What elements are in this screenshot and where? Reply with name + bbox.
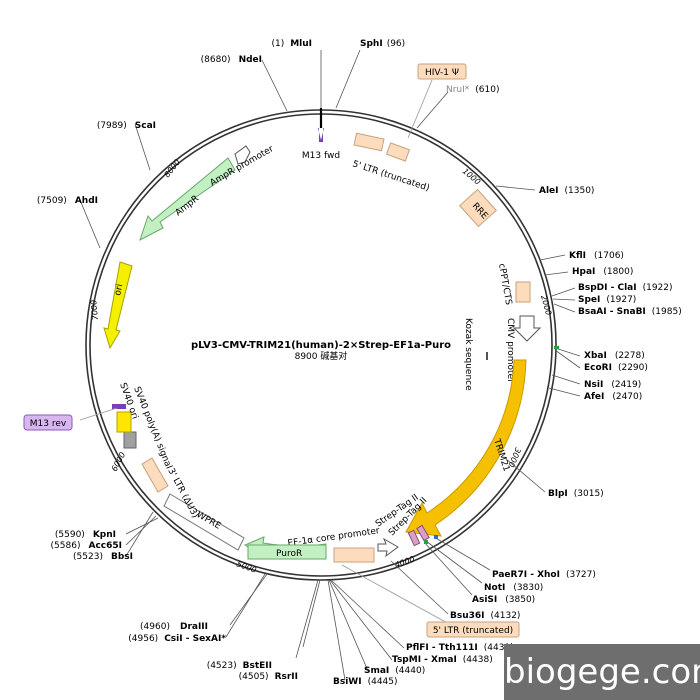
site-mlui: (1)MluI xyxy=(271,39,312,49)
m13rev-badge xyxy=(23,414,73,431)
site-noti: NotI(3830) xyxy=(484,583,543,593)
cppt-label: cPPT/CTS xyxy=(496,263,513,306)
hiv-badge xyxy=(417,63,467,80)
tick-1000: 1000 xyxy=(461,167,482,187)
cmv-arrow xyxy=(512,315,542,342)
site-hpai: HpaI(1800) xyxy=(572,267,633,277)
ltr3-box xyxy=(141,457,169,493)
cppt-box xyxy=(515,281,531,303)
site-acc65i: (5586)Acc65I xyxy=(51,541,122,551)
site-tspmi: TspMI - XmaI(4438) xyxy=(392,655,493,665)
site-draiii: (4960)DraIII xyxy=(140,622,208,632)
site-kpni: (5590)KpnI xyxy=(55,530,116,540)
site-bsteii: (4523)BstEII xyxy=(207,661,272,671)
m13rev-badge-text: M13 rev xyxy=(30,419,67,429)
site-kfli: KflI(1706) xyxy=(569,251,624,261)
strep-tag-2 xyxy=(407,529,421,547)
feature-leaders xyxy=(79,79,461,631)
tick-7000: 7000 xyxy=(89,300,100,321)
site-blpi: BlpI(3015) xyxy=(548,489,604,499)
site-spei: SpeI(1927) xyxy=(578,295,636,305)
site-ndei: (8680)NdeI xyxy=(201,55,262,65)
site-nrui: NruI*(610) xyxy=(446,85,500,95)
ef1a-arrow xyxy=(377,537,399,558)
strep-tag-1 xyxy=(416,524,430,542)
tick-5000: 5000 xyxy=(235,559,257,574)
ltr5b-badge-text: 5' LTR (truncated) xyxy=(433,626,513,636)
sv40-polya-box xyxy=(123,431,137,449)
puror-box xyxy=(247,544,327,560)
rre-box xyxy=(459,188,497,228)
xbai-mark xyxy=(554,346,559,349)
wpre-box xyxy=(163,493,245,551)
xhoi-mark xyxy=(434,535,438,539)
site-pflfi: PflFI - Tth111I(4431) xyxy=(406,643,514,653)
site-leaders xyxy=(79,49,581,681)
plasmid-size: 8900 碱基对 xyxy=(295,350,348,362)
site-bsaai: BsaAI - SnaBI(1985) xyxy=(578,307,682,317)
site-bbsi: (5523)BbsI xyxy=(73,552,133,562)
site-asisi: AsiSI(3850) xyxy=(472,595,535,605)
site-alei: AleI(1350) xyxy=(539,186,594,196)
ampr-promoter-arrow xyxy=(234,145,251,165)
tick-8000: 8000 xyxy=(162,158,182,180)
ampr-arrow xyxy=(139,157,236,242)
site-scai: (7989)ScaI xyxy=(97,121,156,131)
watermark: biogege.com xyxy=(504,644,700,700)
m13-fwd-label: M13 fwd xyxy=(302,151,340,161)
site-smai: SmaI(4440) xyxy=(364,666,425,676)
site-ahdi: (7509)AhdI xyxy=(37,196,98,206)
site-xbai: XbaI(2278) xyxy=(584,351,645,361)
site-bspdi: BspDI - ClaI(1922) xyxy=(578,283,673,293)
ltr5-label: 5' LTR (truncated) xyxy=(351,159,431,193)
site-afei: AfeI(2470) xyxy=(584,392,642,402)
ef1a-box xyxy=(333,547,375,563)
site-csii: (4956)CsiI - SexAI* xyxy=(128,634,226,644)
site-bsiwi: BsiWI(4445) xyxy=(333,677,398,687)
ltr5-box-a xyxy=(353,132,385,152)
plasmid-name: pLV3-CMV-TRIM21(human)-2×Strep-EF1a-Puro xyxy=(191,340,451,351)
tick-4000: 4000 xyxy=(394,554,416,569)
ori-label: ori xyxy=(113,283,125,297)
ltr5b-badge xyxy=(426,621,520,638)
m13-fwd-arrow xyxy=(318,128,324,142)
site-labels: (1)MluI SphI(96) NruI*(610) AleI(1350) K… xyxy=(37,39,682,687)
kozak-label: Kozak sequence xyxy=(463,318,473,391)
site-rsrii: (4505)RsrII xyxy=(239,672,298,682)
site-bsu36i: Bsu36I(4132) xyxy=(450,611,520,621)
cmv-label: CMV promoter xyxy=(505,318,515,383)
m13-rev-mark xyxy=(112,404,126,409)
site-xhoi: PaeR7I - XhoI(3727) xyxy=(492,570,596,580)
site-sphi: SphI(96) xyxy=(360,39,405,49)
site-nsii: NsiI(2419) xyxy=(584,380,641,390)
puror-label: PuroR xyxy=(276,549,302,559)
site-ecori: EcoRI(2290) xyxy=(584,363,648,373)
trim21-arrow xyxy=(405,359,527,537)
ori-arrow xyxy=(103,261,133,350)
ltr5-box-b xyxy=(385,142,411,162)
sv40-ori-box xyxy=(116,411,132,433)
noti-mark xyxy=(424,540,428,544)
hiv-badge-text: HIV-1 Ψ xyxy=(425,68,459,78)
